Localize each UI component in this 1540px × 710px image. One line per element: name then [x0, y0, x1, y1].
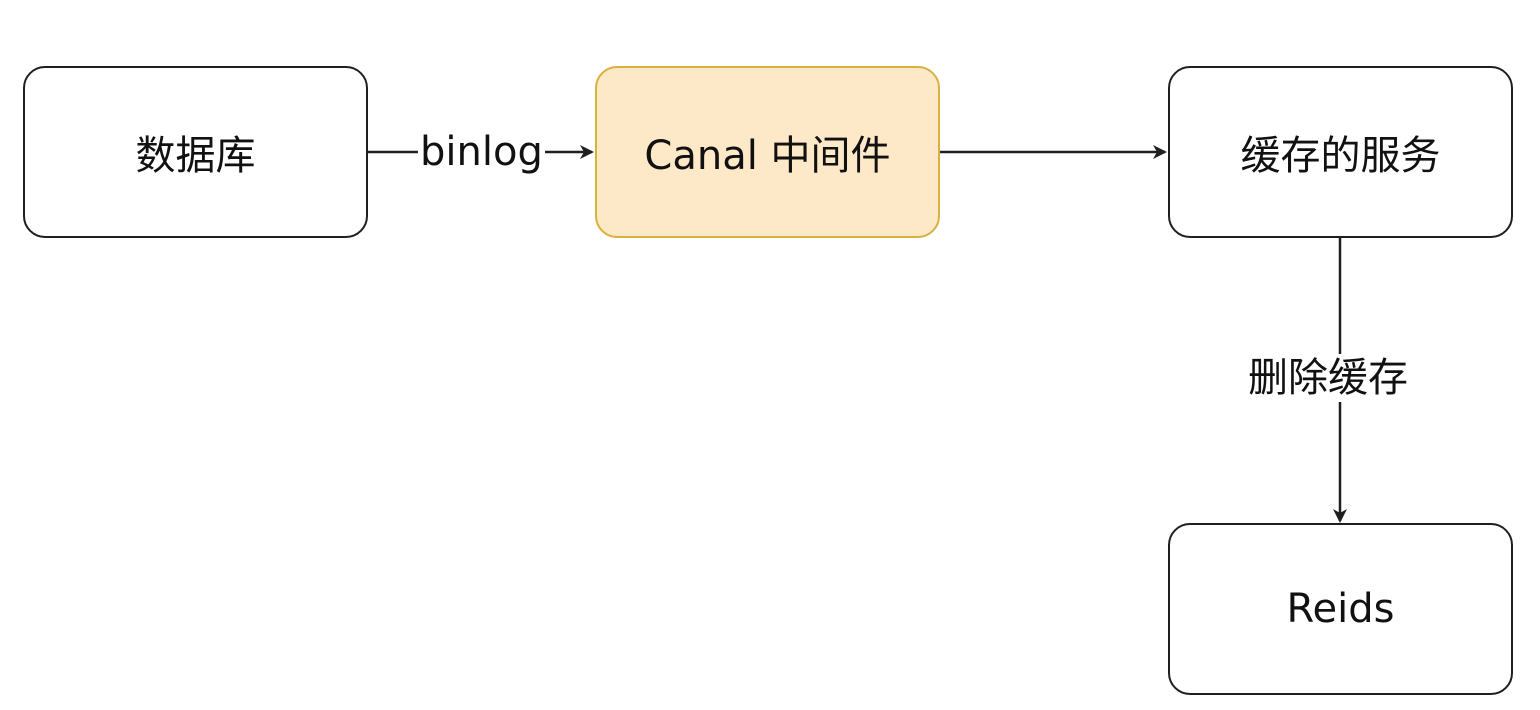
node-redis: Reids [1168, 523, 1513, 695]
node-database-label: 数据库 [135, 133, 256, 179]
edge-label-delete-cache: 删除缓存 [1246, 354, 1410, 402]
node-redis-label: Reids [1286, 586, 1395, 632]
edge-label-binlog: binlog [418, 128, 545, 176]
node-canal-middleware: Canal 中间件 [595, 66, 940, 238]
node-cache-service-label: 缓存的服务 [1240, 133, 1441, 179]
node-database: 数据库 [23, 66, 368, 238]
node-cache-service: 缓存的服务 [1168, 66, 1513, 238]
node-canal-label: Canal 中间件 [644, 133, 891, 179]
